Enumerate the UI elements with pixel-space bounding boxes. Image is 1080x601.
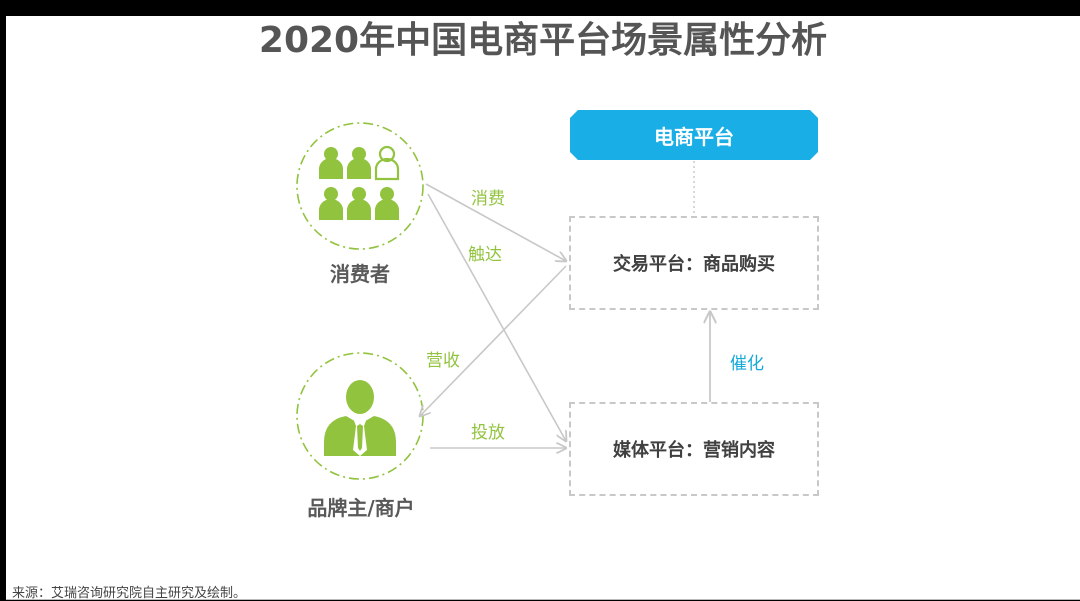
edge-reach-label: 触达 (468, 245, 502, 265)
page-title: 2020年中国电商平台场景属性分析 (258, 20, 828, 61)
consumer-node (296, 122, 424, 250)
edge-catalyze-label: 催化 (730, 354, 764, 374)
edge-consume-label: 消费 (471, 189, 505, 209)
edge-revenue-line (420, 265, 567, 416)
consumer-label: 消费者 (330, 262, 390, 286)
edge-reach-line (427, 193, 566, 441)
merchant-node (296, 352, 424, 480)
people-group-icon (319, 145, 400, 220)
media-platform-label: 媒体平台：营销内容 (613, 440, 775, 461)
diagram-connectors (296, 122, 1080, 480)
trade-platform-label: 交易平台：商品购买 (613, 254, 775, 275)
source-note: 来源：艾瑞咨询研究院自主研究及绘制。 (12, 586, 247, 601)
edge-consume-line (425, 183, 566, 261)
businessman-icon (324, 380, 396, 456)
edge-invest-label: 投放 (471, 423, 505, 443)
platform-label: 电商平台 (654, 124, 734, 149)
platform-shape (570, 110, 818, 160)
trade-platform-box: 交易平台：商品购买 (569, 216, 819, 310)
slide: 2020年中国电商平台场景属性分析 (6, 16, 1080, 601)
media-platform-box: 媒体平台：营销内容 (569, 402, 819, 496)
merchant-label: 品牌主/商户 (307, 496, 415, 520)
edge-revenue-label: 营收 (426, 351, 460, 371)
ecommerce-platform-box: 电商平台 (570, 110, 818, 160)
